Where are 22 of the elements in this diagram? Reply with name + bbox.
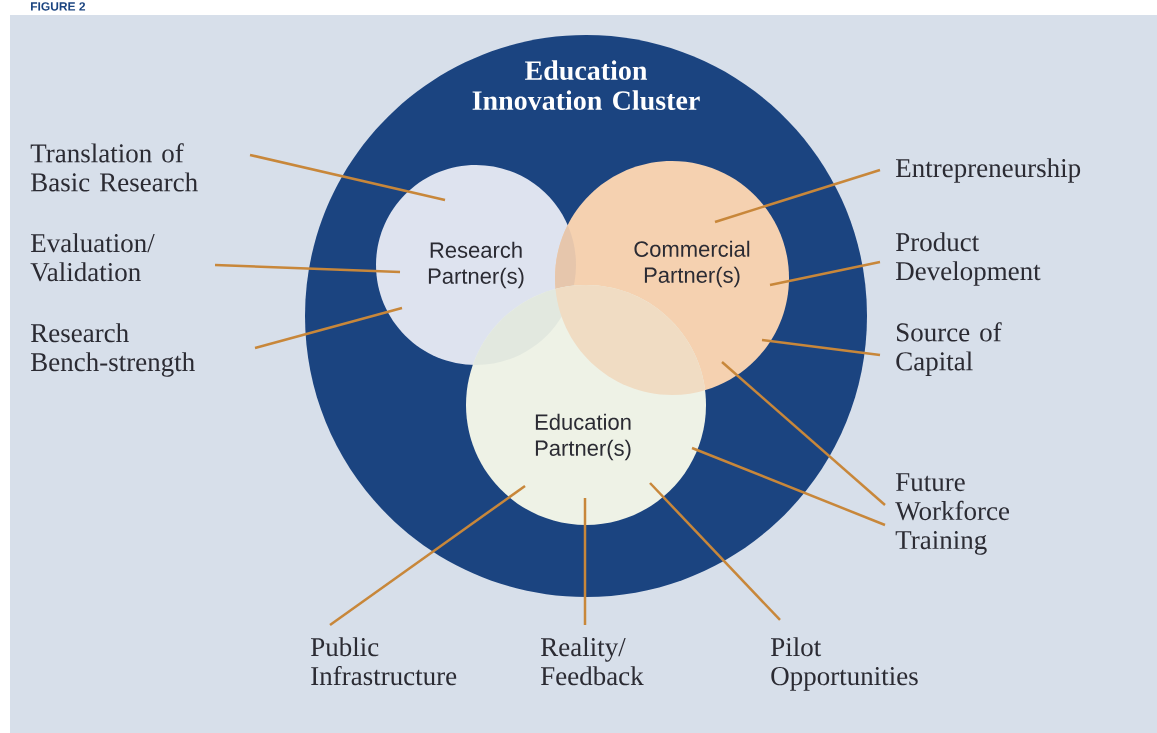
callout-text: Research Bench-strength [31, 323, 195, 377]
callout-text: Entrepreneurship [896, 158, 1081, 183]
callout-text: Future Workforce Training [895, 473, 1010, 555]
leader-line [249, 153, 446, 202]
leader-line [583, 498, 587, 625]
leader-line [649, 482, 781, 621]
leader-line [254, 306, 403, 350]
callout-text: Reality/ Feedback [541, 637, 644, 686]
callout-text: Public Infrastructure [311, 637, 457, 686]
callout-text: Source of Capital [896, 322, 1002, 376]
figure-title: FIGURE 2 [31, 2, 86, 11]
leader-line [769, 260, 881, 287]
callout-text: Product Development [896, 232, 1041, 286]
leader-line [721, 361, 886, 506]
callout-text: Translation of Basic Research [30, 143, 198, 192]
leader-line [329, 484, 526, 626]
leader-line [714, 168, 881, 224]
leader-line [761, 338, 881, 357]
callout-text: Pilot Opportunities [771, 637, 918, 691]
leader-line [214, 263, 401, 274]
leader-line [691, 446, 886, 527]
callout-text: Evaluation/ Validation [30, 233, 155, 282]
